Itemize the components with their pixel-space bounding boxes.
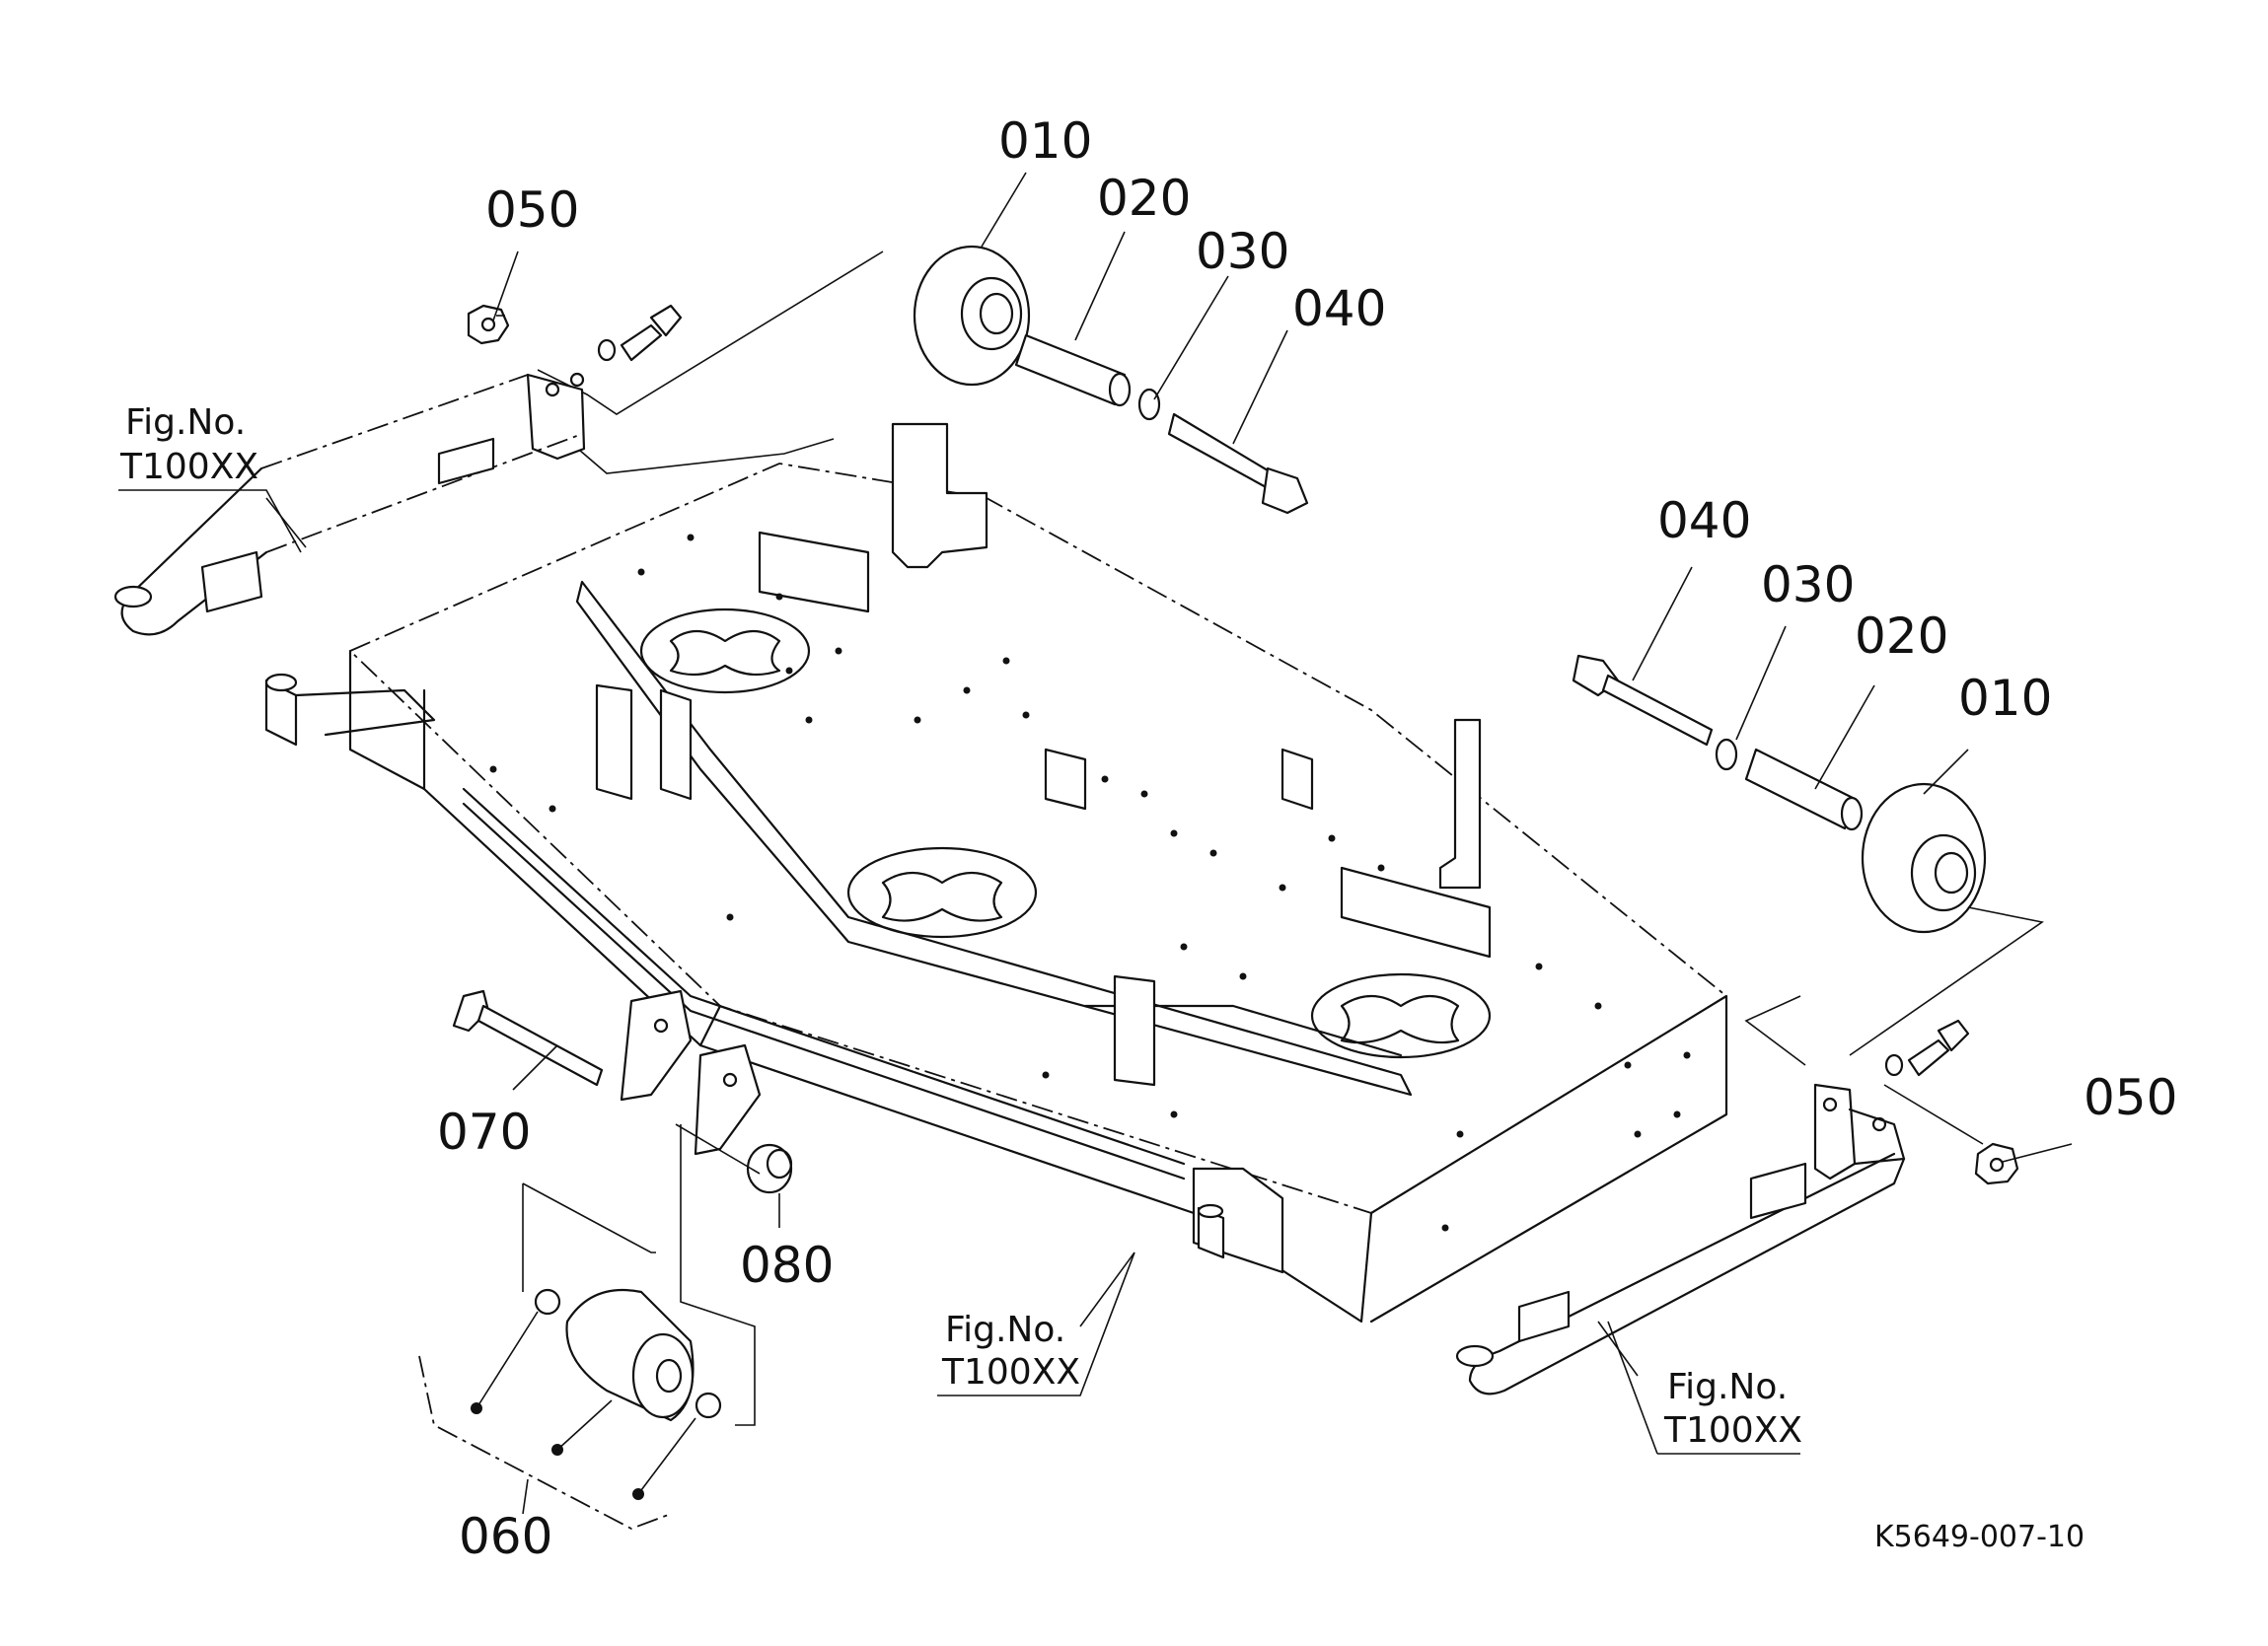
blade-opening-left bbox=[639, 608, 811, 694]
blade-opening-center bbox=[846, 846, 1038, 939]
label-010-left: 010 bbox=[998, 112, 1092, 170]
label-060: 060 bbox=[459, 1508, 552, 1565]
nut-050-left bbox=[467, 304, 510, 345]
label-070: 070 bbox=[437, 1104, 531, 1161]
nut-050-right bbox=[1974, 1142, 2019, 1185]
bolt-left-bracket bbox=[597, 304, 683, 362]
label-030-left: 030 bbox=[1196, 223, 1289, 280]
label-020-right: 020 bbox=[1855, 608, 1948, 665]
label-030-right: 030 bbox=[1761, 556, 1855, 613]
label-050-left: 050 bbox=[485, 181, 579, 239]
fig-ref-right-line1: Fig.No. bbox=[1667, 1367, 1788, 1407]
label-020-left: 020 bbox=[1097, 170, 1191, 227]
mower-deck bbox=[264, 422, 1728, 1324]
fig-ref-center-line1: Fig.No. bbox=[945, 1310, 1065, 1350]
fig-reference-left: Fig.No. T100XX bbox=[118, 402, 302, 553]
fig-ref-right-line2: T100XX bbox=[1663, 1410, 1802, 1451]
front-roller-assembly bbox=[418, 989, 793, 1530]
leader-lines bbox=[265, 172, 2073, 1377]
label-040-left: 040 bbox=[1292, 280, 1386, 337]
diagram-code: K5649-007-10 bbox=[1874, 1520, 2085, 1554]
label-010-right: 010 bbox=[1958, 670, 2052, 727]
gauge-wheel-left bbox=[913, 245, 1309, 515]
gauge-wheel-right bbox=[1572, 654, 2045, 1066]
fig-reference-center: Fig.No. T100XX bbox=[937, 1252, 1135, 1396]
label-040-right: 040 bbox=[1657, 492, 1751, 549]
fig-ref-center-line2: T100XX bbox=[941, 1352, 1080, 1393]
deck-holes bbox=[489, 534, 1691, 1232]
nut-080 bbox=[746, 1143, 793, 1194]
label-050-right: 050 bbox=[2084, 1069, 2177, 1126]
label-080: 080 bbox=[740, 1237, 834, 1294]
fig-ref-left-line2: T100XX bbox=[119, 447, 258, 487]
fig-ref-left-line1: Fig.No. bbox=[125, 402, 246, 443]
right-anti-scalp-assembly bbox=[1455, 1019, 2019, 1396]
part-labels: 010 020 030 040 050 040 030 020 010 050 … bbox=[437, 112, 2177, 1565]
fig-reference-right: Fig.No. T100XX bbox=[1607, 1321, 1802, 1455]
left-anti-scalp-assembly bbox=[113, 250, 884, 636]
blade-opening-right bbox=[1310, 972, 1492, 1059]
